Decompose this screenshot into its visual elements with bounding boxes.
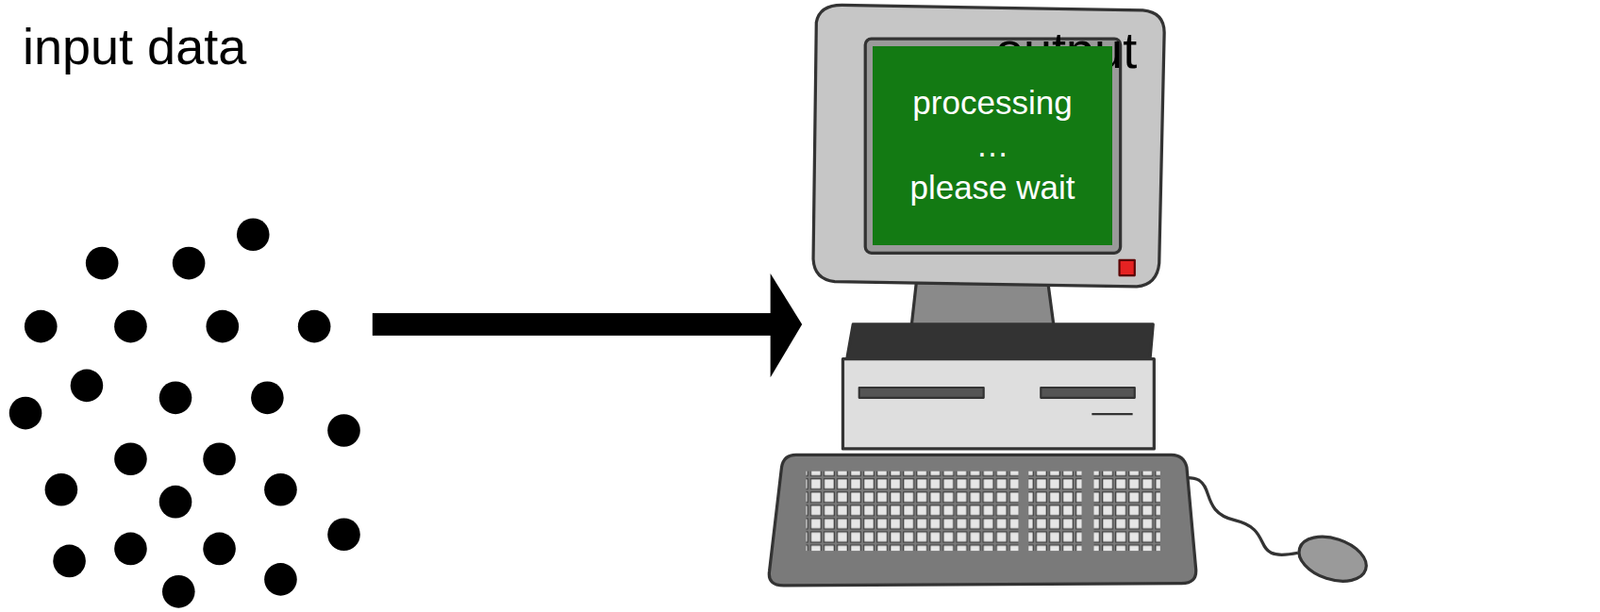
computer bbox=[768, 4, 1372, 589]
data-dots bbox=[9, 217, 361, 608]
input-arrow bbox=[372, 273, 802, 378]
caption-label: input data bbox=[22, 16, 247, 76]
screen-message: processing … please wait bbox=[909, 82, 1075, 209]
monitor-screen: processing … please wait bbox=[872, 46, 1113, 246]
